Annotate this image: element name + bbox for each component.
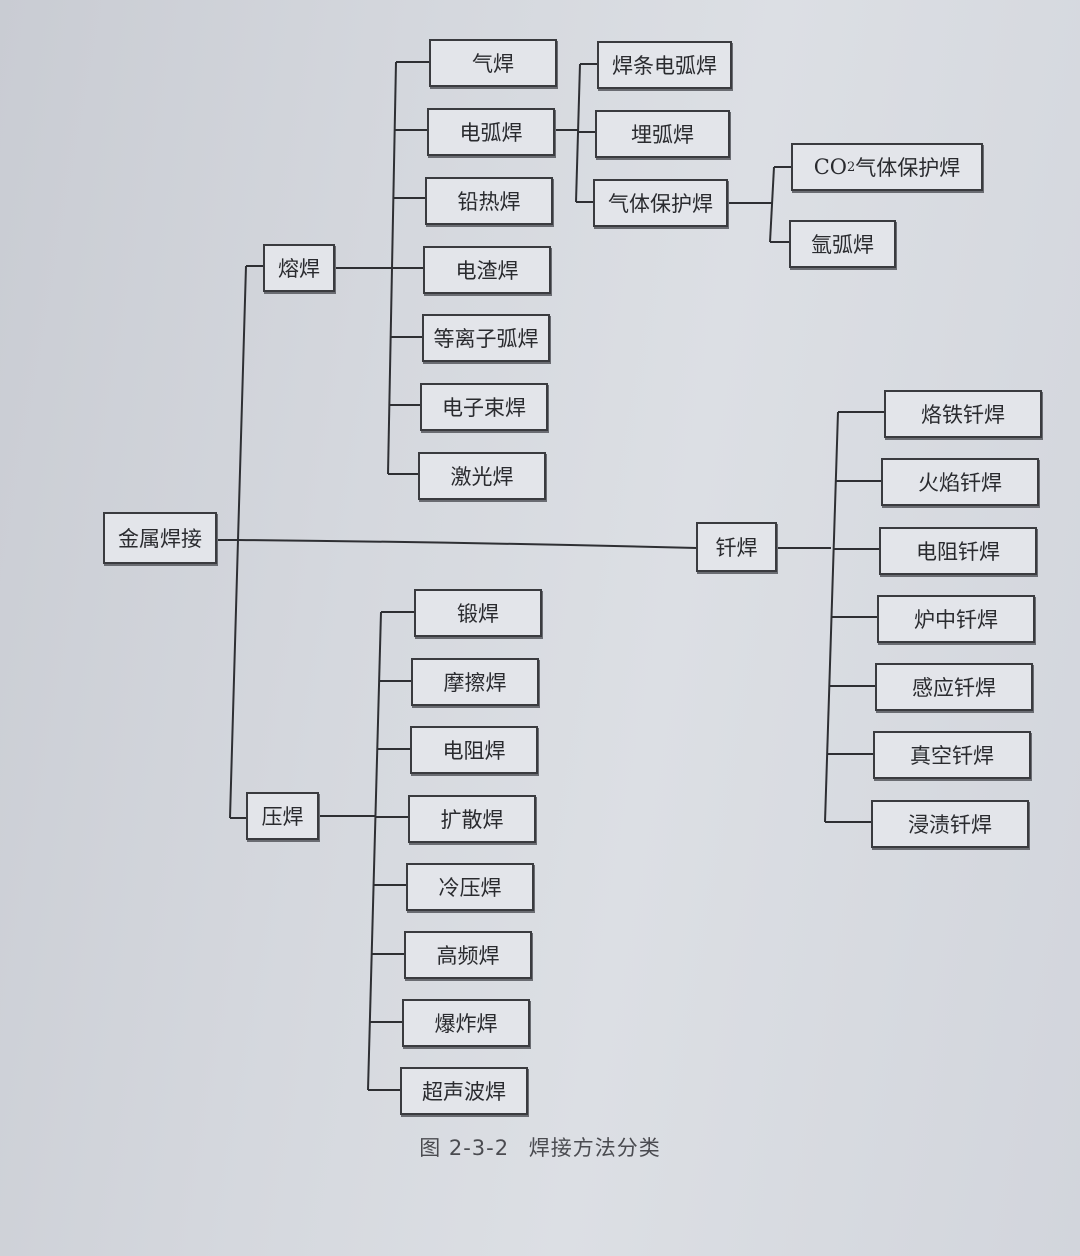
- pressure-child: 电阻焊: [410, 726, 538, 774]
- root-node: 金属焊接: [103, 512, 217, 564]
- arc-child: 埋弧焊: [595, 110, 730, 158]
- figure-number: 图 2-3-2: [419, 1136, 510, 1160]
- fusion-child: 电弧焊: [427, 108, 555, 156]
- pressure-child: 超声波焊: [400, 1067, 528, 1115]
- co2-subscript: 2: [847, 159, 856, 175]
- brazing-child: 浸渍钎焊: [871, 800, 1029, 848]
- brazing-child: 真空钎焊: [873, 731, 1031, 779]
- brazing-child: 感应钎焊: [875, 663, 1033, 711]
- gas-shielded-child-argon: 氩弧焊: [789, 220, 896, 268]
- figure-title: 焊接方法分类: [528, 1136, 661, 1160]
- fusion-child: 气焊: [429, 39, 557, 87]
- pressure-welding-node: 压焊: [246, 792, 319, 840]
- pressure-child: 高频焊: [404, 931, 532, 979]
- brazing-child: 火焰钎焊: [881, 458, 1039, 506]
- brazing-child: 电阻钎焊: [879, 527, 1037, 575]
- fusion-child: 电渣焊: [423, 246, 551, 294]
- fusion-welding-node: 熔焊: [263, 244, 335, 292]
- pressure-child: 摩擦焊: [411, 658, 539, 706]
- pressure-child: 扩散焊: [408, 795, 536, 843]
- fusion-child: 电子束焊: [420, 383, 548, 431]
- brazing-node: 钎焊: [696, 522, 777, 572]
- pressure-child: 锻焊: [414, 589, 542, 637]
- fusion-child: 等离子弧焊: [422, 314, 550, 362]
- figure-caption: 图 2-3-2 焊接方法分类: [0, 1132, 1080, 1162]
- co2-prefix: CO: [813, 155, 847, 179]
- pressure-child: 爆炸焊: [402, 999, 530, 1047]
- pressure-child: 冷压焊: [406, 863, 534, 911]
- arc-child: 气体保护焊: [593, 179, 728, 227]
- co2-suffix: 气体保护焊: [855, 156, 961, 180]
- fusion-child: 激光焊: [418, 452, 546, 500]
- arc-child: 焊条电弧焊: [597, 41, 732, 89]
- fusion-child: 铅热焊: [425, 177, 553, 225]
- brazing-child: 炉中钎焊: [877, 595, 1035, 643]
- brazing-child: 烙铁钎焊: [884, 390, 1042, 438]
